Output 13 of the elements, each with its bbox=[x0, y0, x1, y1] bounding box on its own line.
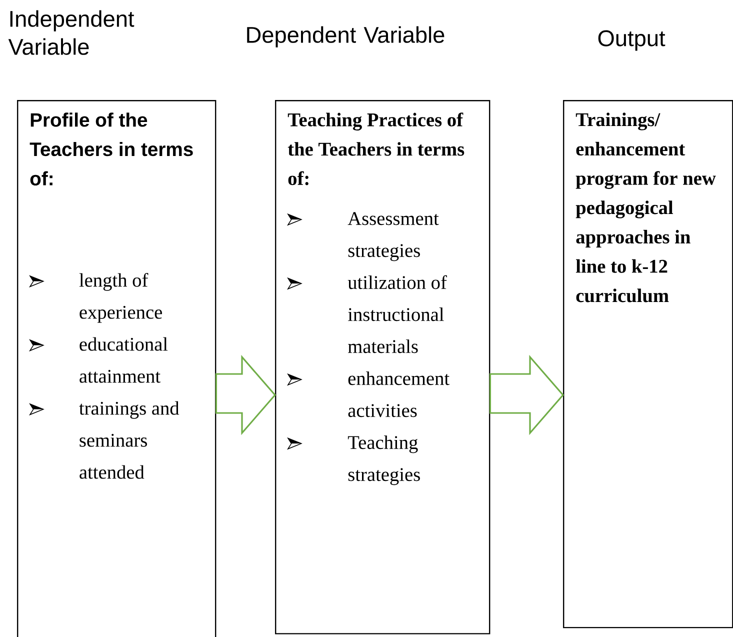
node-label: enhancement activities bbox=[348, 371, 450, 418]
column-heading: Independent Variable bbox=[8, 10, 134, 55]
column-heading: Output bbox=[598, 30, 666, 51]
text-box: Profile of the Teachers in terms of: length of experience educational attainment trainings and seminars attended bbox=[17, 100, 216, 637]
node-label: Teaching strategies bbox=[348, 435, 420, 486]
text-box: Trainings/ enhancement program for new pedagogical approaches in line to k-12 curriculum bbox=[563, 100, 733, 628]
block-arrow bbox=[489, 354, 564, 436]
node-label: Teaching Practices of the Teachers in terms of: bbox=[288, 112, 464, 186]
column-heading: Dependent Variable bbox=[247, 26, 444, 48]
block-arrow bbox=[215, 354, 276, 436]
node-label: trainings and seminars attended bbox=[79, 401, 180, 479]
node-label: Profile of the Teachers in terms of: bbox=[30, 112, 193, 186]
text-box: Teaching Practices of the Teachers in terms of: Assessment strategies utilization of instructional materials enhancement activities Teaching strategies bbox=[275, 100, 490, 634]
